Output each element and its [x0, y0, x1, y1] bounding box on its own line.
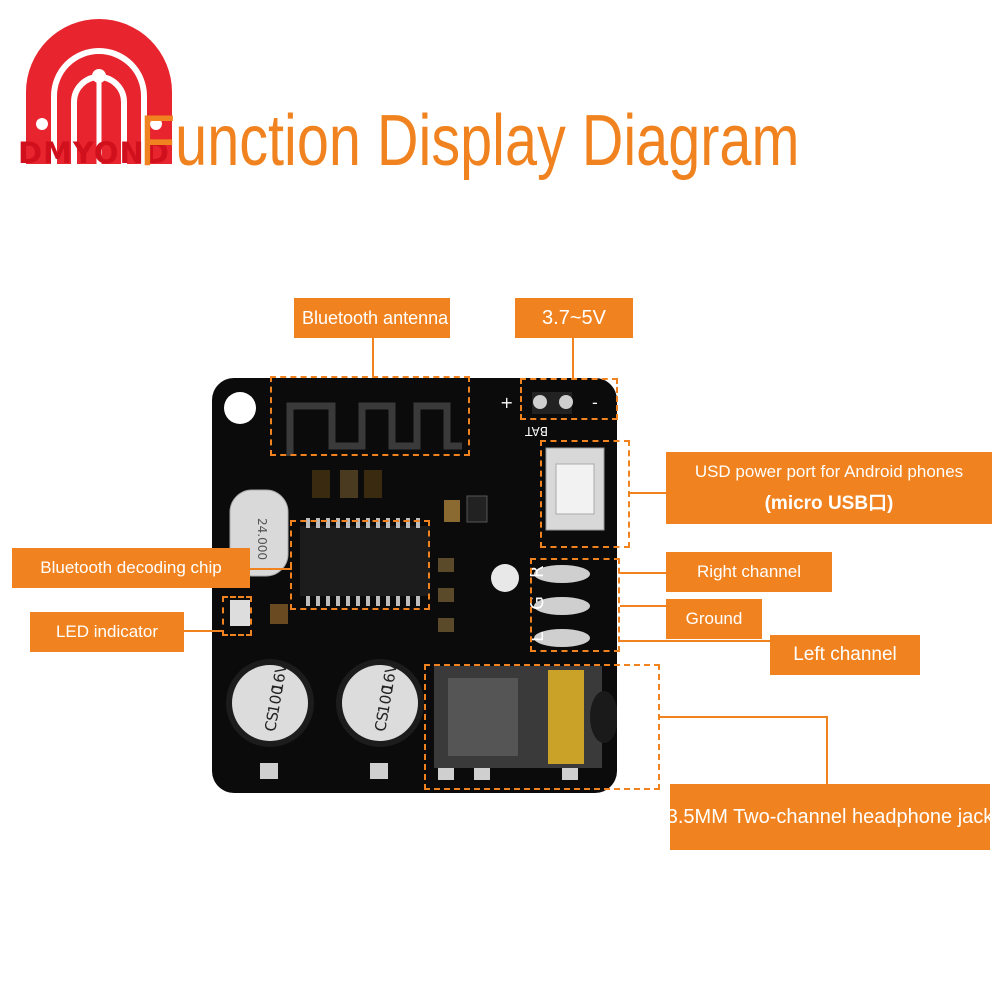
cap1-text-3: 16V: [268, 661, 291, 694]
cap2-text-1: CS: [371, 710, 392, 733]
label-led-indicator: LED indicator: [30, 612, 184, 652]
usb-box: [540, 440, 630, 548]
label-decoding-chip: Bluetooth decoding chip: [12, 548, 250, 588]
bat-minus: -: [592, 393, 598, 412]
label-bluetooth-antenna: Bluetooth antenna: [294, 298, 450, 338]
jack-leader-h: [660, 716, 826, 718]
label-usb-port: USD power port for Android phones (micro…: [666, 452, 992, 524]
crystal-text: 24.000: [255, 518, 269, 560]
pad-g-label: G: [527, 596, 548, 610]
label-right-channel: Right channel: [666, 552, 832, 592]
bat-plus: +: [500, 393, 513, 412]
label-usb-line1: USD power port for Android phones: [694, 461, 964, 481]
chip-leader: [250, 568, 292, 570]
chip-box: [290, 520, 430, 610]
label-headphone-jack: 3.5MM Two-channel headphone jack: [670, 784, 990, 850]
cap1-text-1: CS: [261, 710, 282, 733]
label-voltage: 3.7~5V: [515, 298, 633, 338]
jack-leader-v: [826, 716, 828, 784]
page-title: Function Display Diagram: [140, 101, 800, 181]
left-leader: [620, 640, 770, 642]
brand-logo-icon: [26, 19, 172, 164]
cap2-text-2: 100: [374, 684, 397, 715]
led-leader: [184, 630, 224, 632]
antenna-box: [270, 376, 470, 456]
ground-leader: [620, 605, 666, 607]
bat-label: BAT: [524, 424, 548, 438]
pad-l-label: L: [527, 632, 548, 642]
label-usb-line2: (micro USB口): [764, 492, 894, 514]
label-ground: Ground: [666, 599, 762, 639]
usb-leader: [630, 492, 666, 494]
label-left-channel: Left channel: [770, 635, 920, 675]
cap2-text-3: 16V: [378, 661, 401, 694]
antenna-leader: [372, 336, 374, 376]
bat-box: [520, 378, 618, 420]
voltage-leader: [572, 336, 574, 378]
pad-r-label: R: [527, 565, 548, 578]
cap1-text-2: 100: [264, 684, 287, 715]
pads-box: [530, 558, 620, 652]
led-box: [222, 596, 252, 636]
right-leader: [620, 572, 666, 574]
jack-box: [424, 664, 660, 790]
pcb-board: + - BAT 24.000 R G L CS 100 16V CS 100 1…: [212, 378, 617, 793]
brand-name: DMYOND: [18, 136, 170, 170]
